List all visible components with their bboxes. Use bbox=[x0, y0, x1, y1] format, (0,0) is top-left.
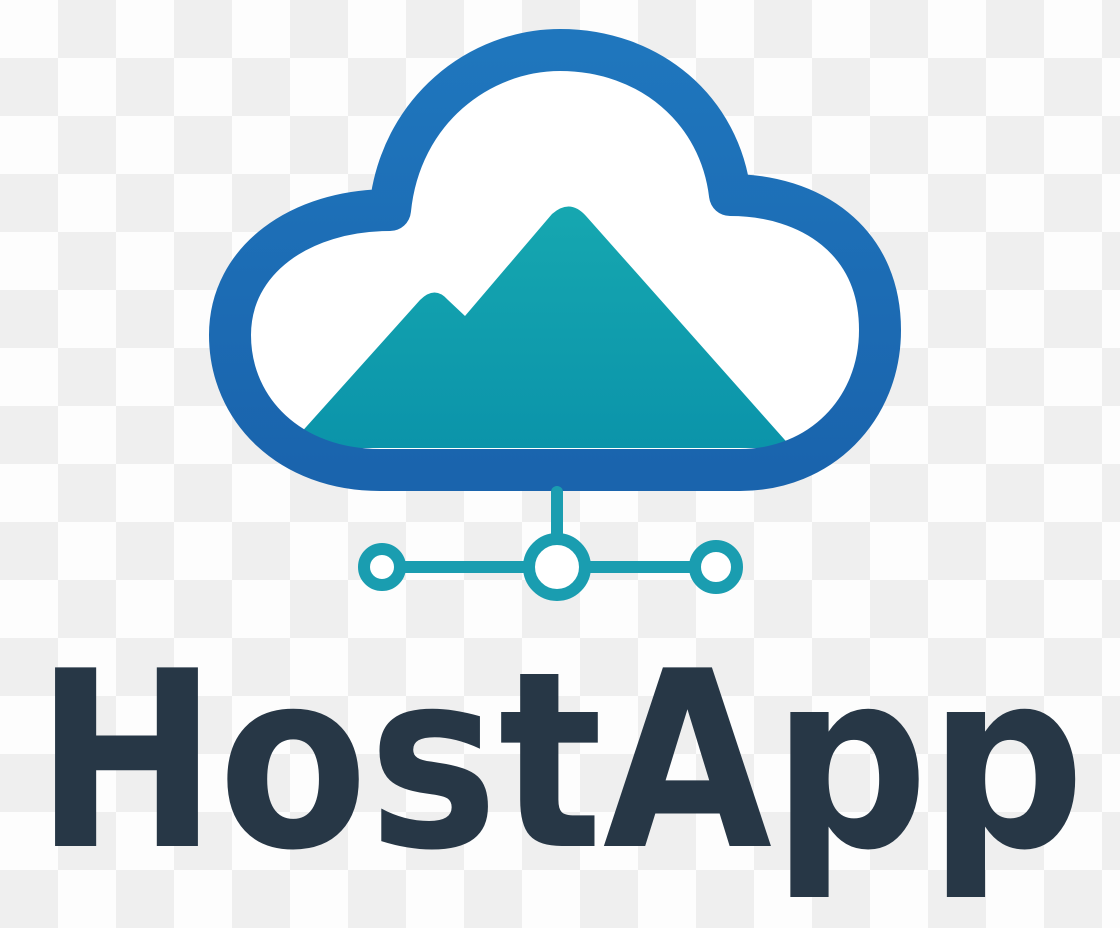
cloud-mountain-network-icon bbox=[209, 29, 901, 601]
network-node-center bbox=[523, 533, 591, 601]
brand-name: HostApp bbox=[35, 628, 1085, 904]
network-node-right bbox=[689, 540, 743, 594]
network-node-left bbox=[358, 543, 406, 591]
mountain-shape bbox=[298, 206, 792, 448]
brand-wordmark: HostApp bbox=[35, 628, 1085, 904]
cloud-outline bbox=[209, 29, 901, 491]
